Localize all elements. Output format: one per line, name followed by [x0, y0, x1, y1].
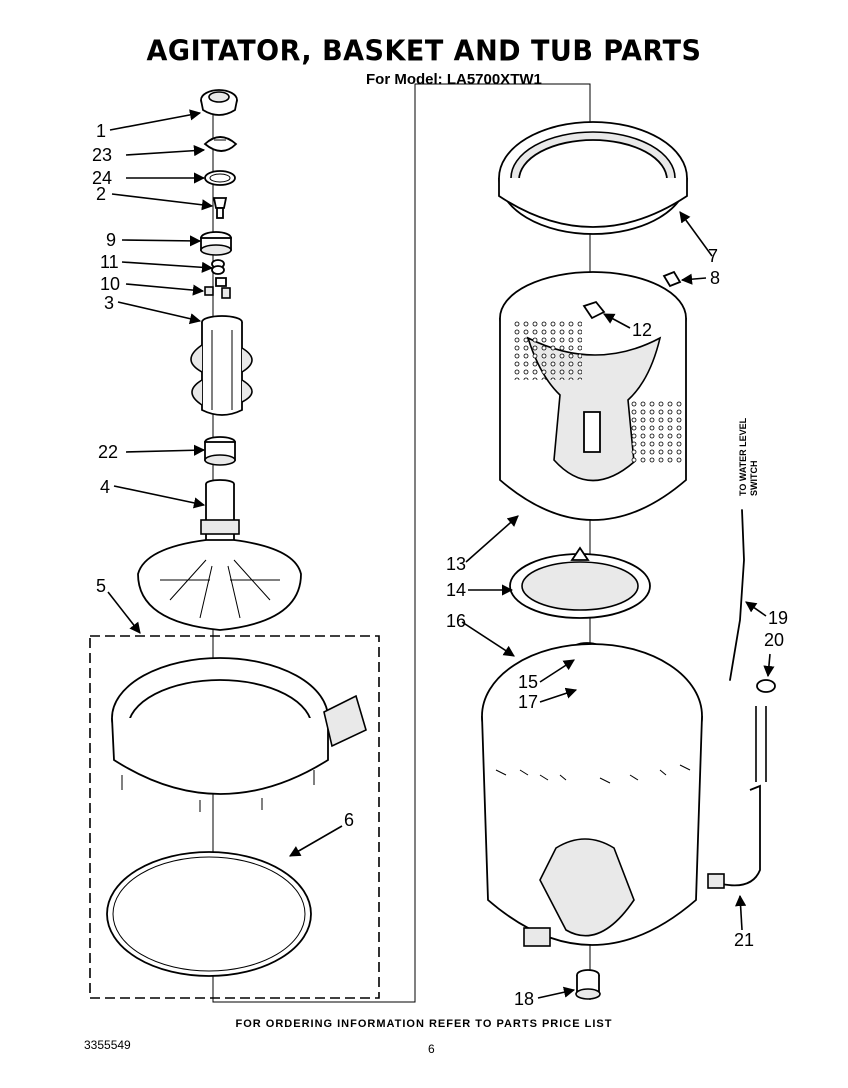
agitator-cam [203, 136, 238, 152]
agitator-barrel [190, 315, 253, 416]
callout-labels: 1 23 24 2 9 11 10 3 22 4 5 6 7 8 12 13 1… [92, 121, 788, 1009]
callout-21: 21 [734, 930, 754, 950]
basket-drive [509, 546, 651, 619]
callout-18: 18 [514, 989, 534, 1009]
ring-nut [662, 270, 682, 288]
drive-coupling [204, 436, 236, 466]
agitator-base [137, 479, 302, 631]
wash-basket [499, 271, 687, 521]
agitator-ratchet [200, 231, 232, 256]
callout-20: 20 [764, 630, 784, 650]
callout-5: 5 [96, 576, 106, 596]
callout-1: 1 [96, 121, 106, 141]
hose-note-line1: TO WATER LEVEL [738, 417, 748, 496]
tub-ring [111, 657, 367, 812]
callout-15: 15 [518, 672, 538, 692]
ordering-note: FOR ORDERING INFORMATION REFER TO PARTS … [235, 1018, 613, 1030]
tub-cover-ring [498, 121, 688, 235]
callout-9: 9 [106, 230, 116, 250]
hose-clamp [756, 679, 776, 693]
tub-ring-kit-box [89, 635, 380, 999]
pressure-hose [729, 509, 745, 681]
tub-drain-fitting [575, 969, 601, 1000]
callout-12: 12 [632, 320, 652, 340]
callout-14: 14 [446, 580, 466, 600]
callout-13: 13 [446, 554, 466, 574]
callout-19: 19 [768, 608, 788, 628]
callout-11: 11 [100, 252, 119, 272]
page-number: 6 [428, 1042, 435, 1056]
callout-3: 3 [104, 293, 114, 313]
water-inlet-hose [707, 706, 767, 889]
callout-4: 4 [100, 477, 110, 497]
callout-7: 7 [708, 246, 718, 266]
callout-23: 23 [92, 145, 112, 165]
hose-note: TO WATER LEVEL SWITCH [738, 417, 759, 496]
callout-16: 16 [446, 611, 466, 631]
agitator-bolt [212, 197, 228, 219]
document-number: 3355549 [84, 1038, 131, 1052]
assembly-route-line [212, 83, 591, 1003]
agitator-cap [200, 89, 238, 116]
callout-6: 6 [344, 810, 354, 830]
spring-and-dogs [204, 259, 231, 299]
page-title: AGITATOR, BASKET AND TUB PARTS [146, 35, 702, 68]
callout-22: 22 [98, 442, 118, 462]
hose-note-line2: SWITCH [749, 461, 759, 497]
callout-8: 8 [710, 268, 720, 288]
tub-gasket [106, 851, 312, 977]
callout-10: 10 [100, 274, 120, 294]
callout-17: 17 [518, 692, 538, 712]
callout-leaders [107, 109, 775, 999]
callout-2: 2 [96, 184, 106, 204]
callout-24: 24 [92, 168, 112, 188]
outer-tub [481, 643, 703, 947]
